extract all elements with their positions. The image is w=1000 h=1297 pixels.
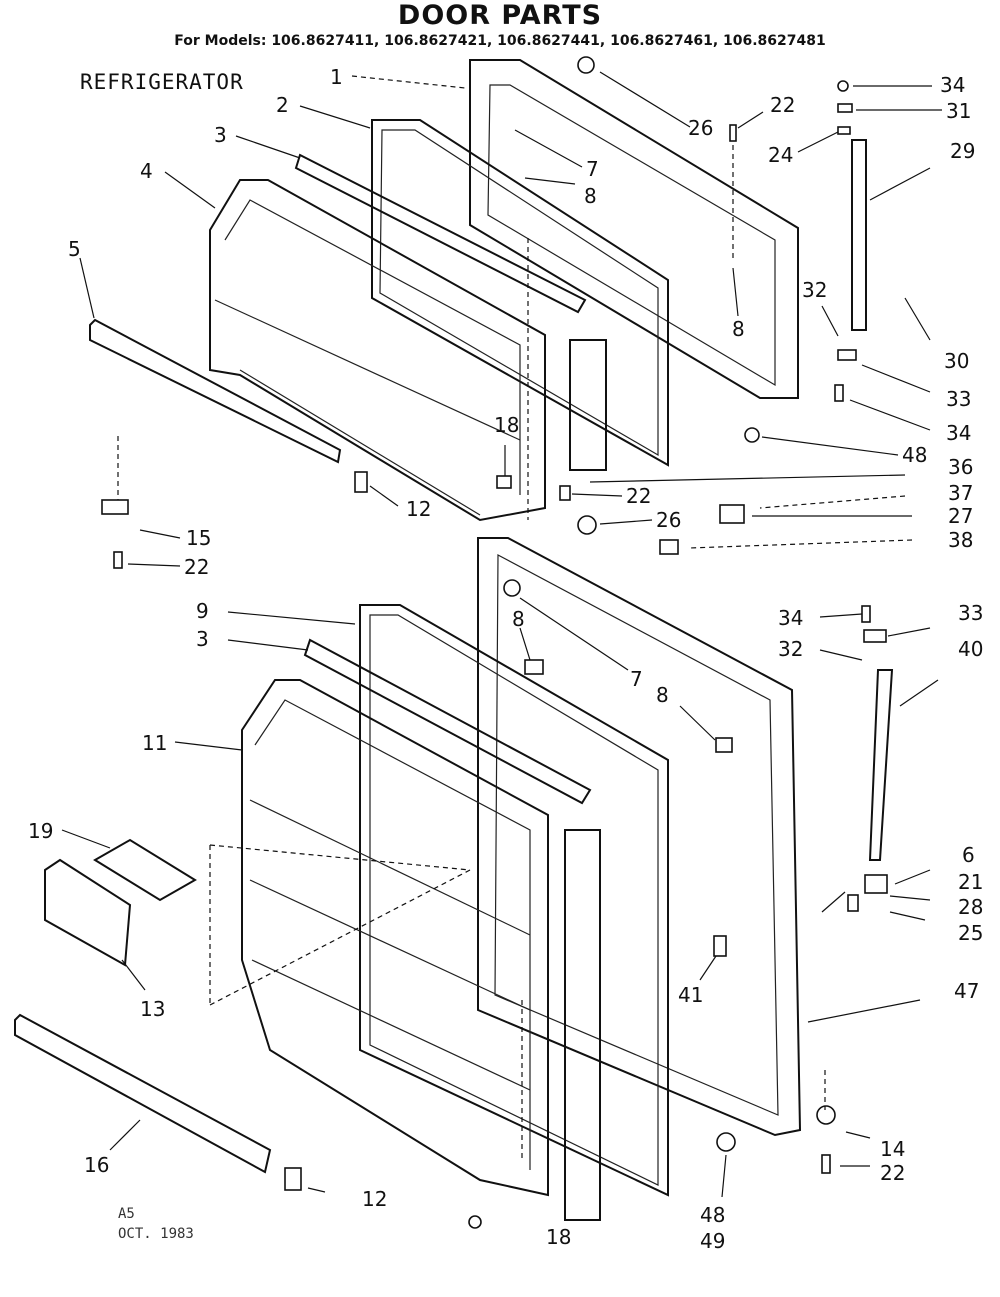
callout-label: 8 — [656, 683, 669, 707]
callout-label: 25 — [958, 921, 983, 945]
callout-label: 48 — [700, 1203, 725, 1227]
upper-hinge-pin-strip — [851, 139, 867, 331]
fresh-food-door-gasket — [359, 604, 669, 1197]
section-label: REFRIGERATOR — [80, 70, 244, 94]
callout-label: 7 — [630, 667, 643, 691]
lower-door-edge-strip — [564, 829, 601, 1221]
callout-label: 18 — [494, 413, 519, 437]
callout-label: 21 — [958, 870, 983, 894]
callout-label: 12 — [362, 1187, 387, 1211]
callout-label: 5 — [68, 237, 81, 261]
hardware-parts — [101, 56, 888, 1229]
callout-label: 16 — [84, 1153, 109, 1177]
callout-label: 34 — [940, 73, 965, 97]
page-title: DOOR PARTS — [397, 0, 603, 31]
callout-label: 48 — [902, 443, 927, 467]
fresh-food-door-liner — [241, 679, 549, 1197]
callout-leader-lines — [61, 71, 942, 1198]
freezer-door-outer — [469, 59, 799, 399]
callout-label: 30 — [944, 349, 969, 373]
upper-breaker-strip — [294, 153, 587, 314]
callout-label: 29 — [950, 139, 975, 163]
callout-label: 6 — [962, 843, 975, 867]
lower-breaker-strip — [303, 638, 592, 805]
freezer-door-liner — [209, 179, 546, 522]
freezer-door-trim — [89, 318, 342, 464]
callout-label: 4 — [140, 159, 153, 183]
callout-label: 33 — [958, 601, 983, 625]
callout-label: 2 — [276, 93, 289, 117]
callout-label: 22 — [626, 484, 651, 508]
callout-label: 12 — [406, 497, 431, 521]
callout-label: 34 — [778, 606, 803, 630]
callout-label: 11 — [142, 731, 167, 755]
footer-code: A5 — [118, 1206, 135, 1222]
callout-label: 22 — [184, 555, 209, 579]
callout-label: 19 — [28, 819, 53, 843]
callout-label: 1 — [330, 65, 343, 89]
callout-label: 32 — [802, 278, 827, 302]
callout-label: 3 — [196, 627, 209, 651]
callout-label: 22 — [880, 1161, 905, 1185]
freezer-door-gasket — [371, 119, 669, 467]
callout-label: 14 — [880, 1137, 905, 1161]
callout-label: 8 — [512, 607, 525, 631]
footer-date: OCT. 1983 — [118, 1226, 194, 1242]
callout-label: 15 — [186, 526, 211, 550]
callout-labels: 1 2 3 4 5 26 22 7 8 34 31 24 29 8 32 30 … — [28, 65, 983, 1253]
lower-hinge-pin-strip — [868, 669, 894, 861]
callout-label: 36 — [948, 455, 973, 479]
callout-label: 18 — [546, 1225, 571, 1249]
shelf-front — [93, 838, 197, 902]
callout-label: 31 — [946, 99, 971, 123]
callout-label: 28 — [958, 895, 983, 919]
fresh-food-door-outer — [477, 537, 802, 1137]
callout-label: 26 — [688, 116, 713, 140]
callout-label: 38 — [948, 528, 973, 552]
shelf-bracket — [44, 858, 132, 967]
callout-label: 8 — [584, 184, 597, 208]
callout-label: 41 — [678, 983, 703, 1007]
callout-label: 13 — [140, 997, 165, 1021]
callout-label: 34 — [946, 421, 971, 445]
callout-label: 37 — [948, 481, 973, 505]
callout-label: 7 — [586, 157, 599, 181]
callout-label: 24 — [768, 143, 793, 167]
callout-label: 49 — [700, 1229, 725, 1253]
callout-label: 27 — [948, 504, 973, 528]
upper-door-edge-strip — [569, 339, 607, 471]
callout-label: 40 — [958, 637, 983, 661]
callout-label: 32 — [778, 637, 803, 661]
callout-label: 3 — [214, 123, 227, 147]
callout-label: 47 — [954, 979, 979, 1003]
callout-label: 9 — [196, 599, 209, 623]
callout-label: 33 — [946, 387, 971, 411]
fresh-food-door-trim — [14, 1013, 272, 1174]
callout-label: 22 — [770, 93, 795, 117]
model-list: For Models: 106.8627411, 106.8627421, 10… — [174, 33, 826, 49]
callout-label: 8 — [732, 317, 745, 341]
callout-label: 26 — [656, 508, 681, 532]
